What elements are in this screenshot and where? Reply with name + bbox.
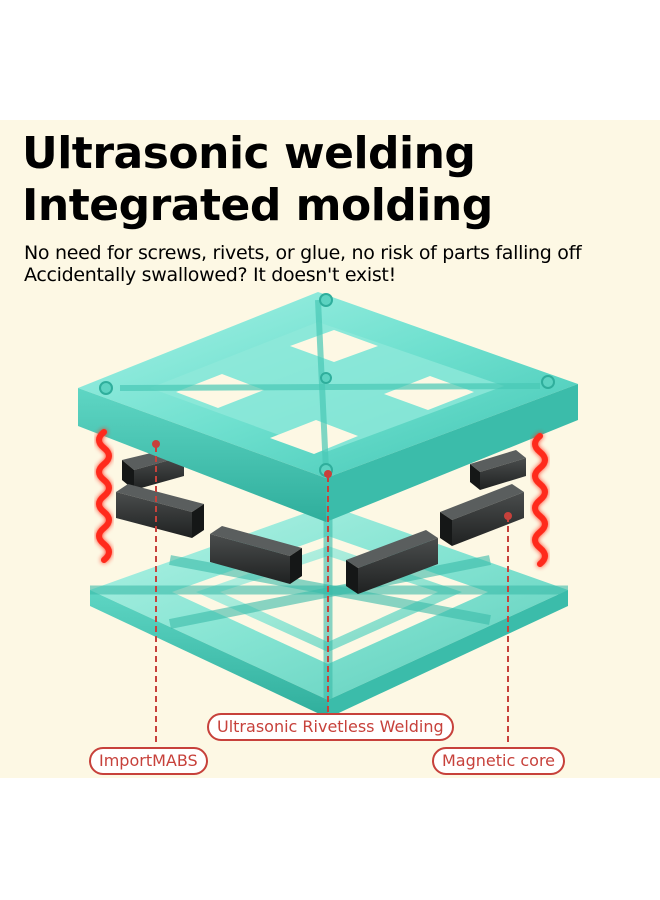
tile-window: [176, 374, 264, 408]
subline-line-1: No need for screws, rivets, or glue, no …: [24, 242, 582, 264]
magnet-bar-icon: [210, 526, 302, 584]
headline: Ultrasonic welding Integrated molding: [22, 128, 493, 232]
magnet-bar-icon: [440, 484, 524, 546]
callout-magnetic-core: Magnetic core: [432, 747, 566, 775]
callout-ultrasonic-welding: Ultrasonic Rivetless Welding: [207, 713, 454, 741]
magnet-bar-icon: [116, 484, 204, 538]
welding-heat-wave-icon: [532, 433, 548, 567]
magnet-bar-icon: [470, 450, 526, 490]
leader-dots: [152, 440, 512, 520]
headline-line-2: Integrated molding: [22, 180, 493, 231]
tile-window: [270, 420, 358, 454]
headline-line-1: Ultrasonic welding: [22, 128, 476, 179]
magnetic-tile-icon: [78, 292, 578, 522]
subline-line-2: Accidentally swallowed? It doesn't exist…: [24, 264, 396, 286]
magnet-bar-icon: [346, 530, 438, 594]
welding-heat-wave-icon: [96, 429, 112, 563]
tile-window: [290, 330, 378, 362]
callout-import-abs: ImportMABS: [89, 747, 208, 775]
leader-lines: [155, 446, 509, 746]
subline: No need for screws, rivets, or glue, no …: [24, 242, 582, 286]
